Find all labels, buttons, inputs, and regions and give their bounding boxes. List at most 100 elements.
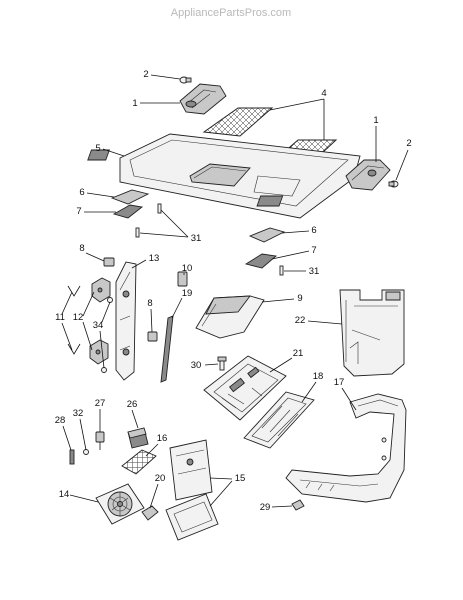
callout-6-left: 6 [79,187,115,198]
part-11-actuator-upper [67,285,81,297]
part-22-side-panel [339,289,405,377]
callout-4: 4 [269,88,327,140]
callout-32: 32 [73,408,87,451]
svg-text:30: 30 [191,360,202,371]
svg-text:2: 2 [143,69,148,80]
part-26-relay [127,427,149,449]
part-2-bulb-right [388,180,399,188]
callout-31-right: 31 [284,266,319,277]
part-11-actuator-lower [67,343,81,355]
part-2-bulb-top [179,76,192,84]
callout-7-right: 7 [271,245,317,260]
part-34-screw-set [101,297,113,373]
part-21-control-board [203,355,287,421]
callout-21: 21 [269,348,304,373]
part-4-grease-filter-left [202,107,274,137]
callout-12: 12 [73,291,95,351]
part-18-control-panel [243,391,315,449]
part-15-bracket [165,439,219,541]
svg-text:14: 14 [59,489,70,500]
part-14-fan-motor [95,483,145,525]
svg-text:21: 21 [293,348,304,359]
part-12-interlock-switch-lower [89,339,109,365]
callout-29: 29 [260,502,293,513]
svg-text:34: 34 [93,320,104,331]
part-12-interlock-switch-upper [91,277,111,303]
part-8-switch-upper [103,257,115,267]
callout-18: 18 [301,371,323,403]
callout-20: 20 [149,473,166,509]
watermark: AppliancePartsPros.com [171,7,291,19]
callout-11: 11 [55,291,73,351]
callout-10: 10 [182,263,192,275]
part-5-bottom-plate [87,133,361,219]
callout-2-right: 2 [395,138,412,181]
svg-text:19: 19 [182,288,193,299]
svg-text:15: 15 [235,473,246,484]
callout-13: 13 [131,253,160,269]
callout-6-right: 6 [281,225,317,236]
svg-text:13: 13 [149,253,160,264]
part-13-latch-plate [115,261,137,381]
callout-16: 16 [145,433,168,457]
callout-27: 27 [95,398,105,432]
svg-text:20: 20 [155,473,166,484]
svg-text:1: 1 [132,98,137,109]
callout-15: 15 [209,473,246,507]
svg-text:5: 5 [95,143,100,154]
svg-text:28: 28 [55,415,66,426]
part-9-air-duct [195,295,265,339]
part-17-frame [285,393,407,503]
callout-17: 17 [334,377,357,411]
svg-text:6: 6 [311,225,316,236]
callout-22: 22 [295,315,343,326]
callout-5: 5 [95,143,125,157]
callout-30: 30 [191,360,219,371]
callout-2-top: 2 [143,69,181,80]
svg-text:4: 4 [321,88,326,99]
part-19-strip [160,315,174,383]
callout-34: 34 [93,301,111,369]
svg-text:26: 26 [127,399,138,410]
part-31-screw-left-b [135,227,140,238]
svg-text:31: 31 [309,266,320,277]
svg-text:22: 22 [295,315,306,326]
svg-text:7: 7 [311,245,316,256]
part-31-screw-right [279,265,284,276]
callout-1-top: 1 [132,98,180,109]
svg-text:17: 17 [334,377,345,388]
part-6-lens-left [110,189,150,205]
svg-text:2: 2 [406,138,411,149]
svg-text:32: 32 [73,408,84,419]
part-28-fuse [69,449,75,465]
svg-text:6: 6 [79,187,84,198]
svg-text:1: 1 [373,115,378,126]
callout-8-upper: 8 [79,243,105,262]
part-31-screw-left-a [157,203,162,214]
svg-text:9: 9 [297,293,302,304]
callout-26: 26 [127,399,139,429]
part-10-switch [177,271,188,287]
callout-7-left: 7 [76,206,116,217]
callout-28: 28 [55,415,72,451]
svg-text:8: 8 [147,298,152,309]
svg-text:29: 29 [260,502,271,513]
svg-text:7: 7 [76,206,81,217]
part-8-switch-lower [147,331,158,342]
callout-8-lower: 8 [147,298,153,333]
part-29-clip [291,499,305,511]
callout-31-left: 31 [139,209,202,244]
svg-text:16: 16 [157,433,168,444]
part-1-light-housing-top [179,83,227,115]
svg-text:8: 8 [79,243,84,254]
svg-text:31: 31 [191,233,202,244]
callout-1-right: 1 [373,115,379,162]
svg-text:11: 11 [55,312,65,323]
part-7-lens-cover-left [112,204,144,219]
part-6-lens-right [248,227,286,243]
part-30-screw [217,356,227,371]
svg-text:12: 12 [73,312,84,323]
part-16-circuit-board [121,449,157,475]
part-1-light-housing-right [345,159,391,191]
